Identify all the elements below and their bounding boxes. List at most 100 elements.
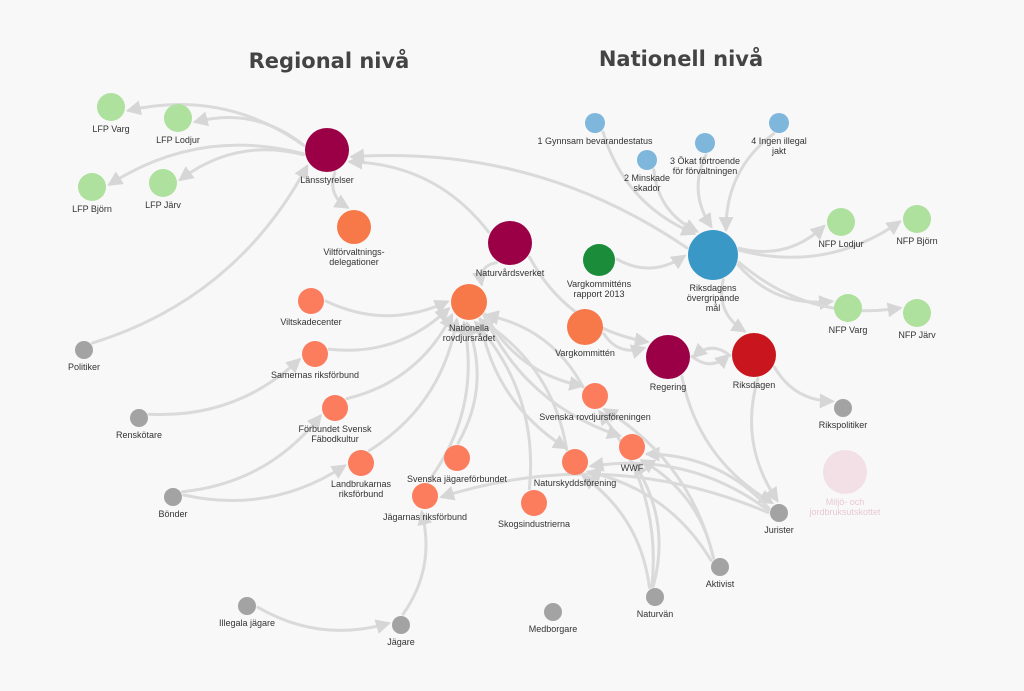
node-illegala-jagare-circle[interactable] xyxy=(238,597,256,615)
node-label-line: Jägare xyxy=(387,637,415,647)
node-wwf-circle[interactable] xyxy=(619,434,645,460)
node-jagare[interactable]: Jägare xyxy=(387,616,415,647)
node-naturvan[interactable]: Naturvän xyxy=(637,588,674,619)
node-nfp-varg[interactable]: NFP Varg xyxy=(829,294,868,335)
node-riksdagens-mal-circle[interactable] xyxy=(688,230,738,280)
node-nfp-lodjur-circle[interactable] xyxy=(827,208,855,236)
node-label-line: Vargkommitténs xyxy=(567,279,632,289)
node-viltforvaltningsdelegationer[interactable]: Viltförvaltnings-delegationer xyxy=(323,210,385,267)
node-skogsindustrierna-circle[interactable] xyxy=(521,490,547,516)
node-jurister-label: Jurister xyxy=(764,525,794,535)
node-label-line: NFP Varg xyxy=(829,325,868,335)
node-viltskadecenter[interactable]: Viltskadecenter xyxy=(280,288,342,327)
node-mal-2-circle[interactable] xyxy=(637,150,657,170)
node-viltskadecenter-circle[interactable] xyxy=(298,288,324,314)
node-jurister-circle[interactable] xyxy=(770,504,788,522)
node-riksdagen[interactable]: Riksdagen xyxy=(732,333,776,390)
node-naturvardsverket[interactable]: Naturvårdsverket xyxy=(476,221,545,278)
node-vargkommitten[interactable]: Vargkommittén xyxy=(555,309,615,358)
node-svenska-rovdjursforeningen[interactable]: Svenska rovdjursföreningen xyxy=(539,383,651,422)
node-mal-4-circle[interactable] xyxy=(769,113,789,133)
node-wwf[interactable]: WWF xyxy=(619,434,645,473)
node-jagarnas-riksforbund[interactable]: Jägarnas riksförbund xyxy=(383,483,467,522)
node-illegala-jagare[interactable]: Illegala jägare xyxy=(219,597,275,628)
node-renskotare[interactable]: Renskötare xyxy=(116,409,162,440)
node-label-line: Nationella xyxy=(449,323,489,333)
node-politiker-circle[interactable] xyxy=(75,341,93,359)
node-nfp-jarv-circle[interactable] xyxy=(903,299,931,327)
node-lfp-lodjur[interactable]: LFP Lodjur xyxy=(156,104,200,145)
edge-bonder-to-forbundet-svensk-fabodkultur xyxy=(181,413,322,494)
node-vargkommittens-rapport-circle[interactable] xyxy=(583,244,615,276)
node-samernas-riksforbund-circle[interactable] xyxy=(302,341,328,367)
node-svenska-jagareforbundet[interactable]: Svenska jägareförbundet xyxy=(407,445,508,484)
node-label-line: 3 Ökat förtroende xyxy=(670,156,740,166)
node-svenska-jagareforbundet-circle[interactable] xyxy=(444,445,470,471)
node-label-line: jordbruksutskottet xyxy=(808,507,881,517)
node-lfp-bjorn-circle[interactable] xyxy=(78,173,106,201)
node-landbrukarnas-riksforbund-circle[interactable] xyxy=(348,450,374,476)
node-nationella-rovdjursradet-circle[interactable] xyxy=(451,284,487,320)
node-naturskyddsforening[interactable]: Naturskyddsförening xyxy=(534,449,617,488)
node-vargkommitten-label: Vargkommittén xyxy=(555,348,615,358)
node-jagare-circle[interactable] xyxy=(392,616,410,634)
node-skogsindustrierna[interactable]: Skogsindustrierna xyxy=(498,490,570,529)
node-svenska-rovdjursforeningen-circle[interactable] xyxy=(582,383,608,409)
node-nfp-bjorn[interactable]: NFP Björn xyxy=(896,205,938,246)
node-aktivist-circle[interactable] xyxy=(711,558,729,576)
node-naturvardsverket-circle[interactable] xyxy=(488,221,532,265)
node-lfp-lodjur-circle[interactable] xyxy=(164,104,192,132)
node-label-line: Medborgare xyxy=(529,624,578,634)
node-bonder-circle[interactable] xyxy=(164,488,182,506)
node-label-line: LFP Lodjur xyxy=(156,135,200,145)
node-lfp-varg[interactable]: LFP Varg xyxy=(92,93,130,134)
regional-level-heading: Regional nivå xyxy=(249,48,410,73)
node-lansstyrelser-circle[interactable] xyxy=(305,128,349,172)
node-nfp-lodjur[interactable]: NFP Lodjur xyxy=(818,208,864,249)
node-nfp-bjorn-circle[interactable] xyxy=(903,205,931,233)
node-nfp-jarv[interactable]: NFP Järv xyxy=(898,299,936,340)
node-samernas-riksforbund[interactable]: Samernas riksförbund xyxy=(271,341,359,380)
node-lfp-jarv[interactable]: LFP Järv xyxy=(145,169,181,210)
node-forbundet-svensk-fabodkultur-circle[interactable] xyxy=(322,395,348,421)
node-politiker[interactable]: Politiker xyxy=(68,341,100,372)
node-nfp-varg-circle[interactable] xyxy=(834,294,862,322)
node-lfp-bjorn[interactable]: LFP Björn xyxy=(72,173,112,214)
node-mal-3-circle[interactable] xyxy=(695,133,715,153)
node-vargkommitten-circle[interactable] xyxy=(567,309,603,345)
node-medborgare[interactable]: Medborgare xyxy=(529,603,578,634)
node-jurister[interactable]: Jurister xyxy=(764,504,794,535)
node-label-line: rapport 2013 xyxy=(573,289,624,299)
node-riksdagen-circle[interactable] xyxy=(732,333,776,377)
node-jagarnas-riksforbund-circle[interactable] xyxy=(412,483,438,509)
node-regering-circle[interactable] xyxy=(646,335,690,379)
node-lfp-varg-circle[interactable] xyxy=(97,93,125,121)
node-mal-1-circle[interactable] xyxy=(585,113,605,133)
edge-lansstyrelser-to-viltforvaltningsdelegationer xyxy=(331,171,350,209)
node-naturvan-circle[interactable] xyxy=(646,588,664,606)
node-lansstyrelser[interactable]: Länsstyrelser xyxy=(300,128,354,185)
node-medborgare-circle[interactable] xyxy=(544,603,562,621)
node-label-line: Svenska jägareförbundet xyxy=(407,474,508,484)
node-bonder[interactable]: Bönder xyxy=(158,488,188,519)
node-lfp-jarv-circle[interactable] xyxy=(149,169,177,197)
node-aktivist[interactable]: Aktivist xyxy=(706,558,735,589)
node-regering[interactable]: Regering xyxy=(646,335,690,392)
node-viltforvaltningsdelegationer-circle[interactable] xyxy=(337,210,371,244)
node-rikspolitiker[interactable]: Rikspolitiker xyxy=(819,399,868,430)
node-mal-1[interactable]: 1 Gynnsam bevarandestatus xyxy=(537,113,653,146)
node-rikspolitiker-circle[interactable] xyxy=(834,399,852,417)
node-renskotare-circle[interactable] xyxy=(130,409,148,427)
node-naturskyddsforening-circle[interactable] xyxy=(562,449,588,475)
node-miljo-och-jordbruksutskottet-circle[interactable] xyxy=(823,450,867,494)
